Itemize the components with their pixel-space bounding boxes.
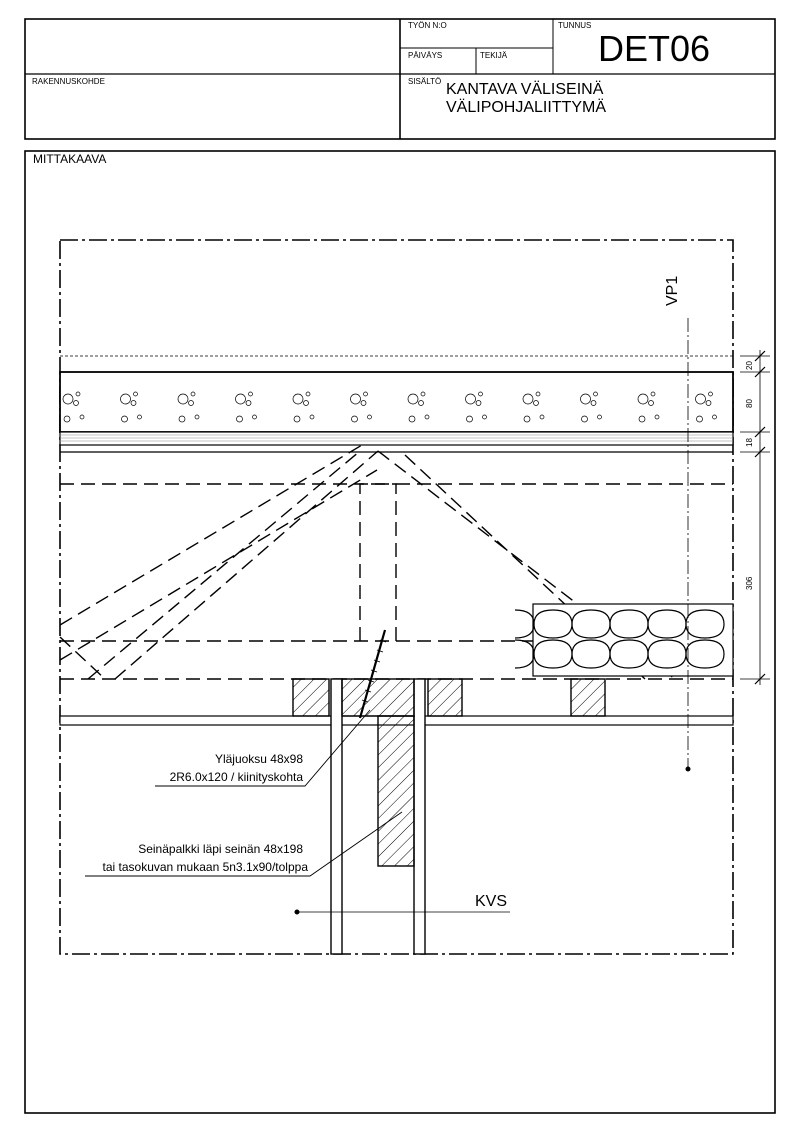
- aggregate-stone: [130, 400, 137, 406]
- title-block: [24, 18, 776, 140]
- dimension-chain: [740, 350, 770, 685]
- aggregate-stone: [522, 393, 534, 405]
- scale-label: MITTAKAAVA: [33, 152, 107, 166]
- rakennuskohde-label: RAKENNUSKOHDE: [32, 77, 105, 86]
- aggregate-stone: [303, 400, 309, 406]
- dimension-306: 306: [745, 576, 754, 590]
- annotation-top-plate-1: Yläjuoksu 48x98: [214, 752, 303, 766]
- paivays-label: PÄIVÄYS: [408, 51, 443, 60]
- aggregate-stone: [137, 414, 142, 420]
- aggregate-stone: [539, 414, 545, 420]
- drawing-frame: [24, 150, 776, 1114]
- aggregate-stone: [248, 391, 253, 397]
- aggregate-stone: [75, 391, 81, 397]
- aggregate-stone: [79, 414, 85, 420]
- aggregate-stone: [62, 393, 74, 405]
- tekija-label: TEKIJÄ: [480, 51, 508, 60]
- concrete-slab: [59, 371, 734, 433]
- dimension-80: 80: [745, 399, 754, 408]
- aggregate-stone: [177, 393, 189, 405]
- dimension-18: 18: [745, 438, 754, 447]
- aggregate-stone: [245, 400, 252, 406]
- section-line-vp1: [685, 318, 691, 772]
- aggregate-stone: [523, 415, 531, 423]
- aggregate-stone: [475, 400, 482, 406]
- aggregate-stone: [695, 393, 706, 405]
- aggregate-stone: [133, 391, 138, 397]
- aggregate-stone: [696, 415, 703, 423]
- aggregate-stone: [590, 400, 597, 406]
- aggregate-stone: [650, 391, 656, 397]
- aggregate-stone: [712, 414, 717, 420]
- aggregate-stone: [648, 400, 654, 406]
- aggregate-stone: [63, 415, 71, 423]
- aggregate-stone: [597, 414, 602, 420]
- aggregate-stone: [309, 414, 315, 420]
- aggregate-stone: [593, 391, 598, 397]
- timber-sections: [292, 678, 606, 867]
- aggregate-stone: [292, 393, 304, 405]
- section-line-kvs: [294, 909, 510, 915]
- sisalto-line-1: KANTAVA VÄLISEINÄ: [446, 81, 604, 98]
- aggregate-stone: [178, 415, 186, 423]
- tyon-no-label: TYÖN N:O: [408, 21, 447, 30]
- aggregate-stone: [190, 391, 196, 397]
- aggregate-stone: [188, 400, 194, 406]
- aggregate-stone: [121, 415, 128, 423]
- aggregate-stone: [638, 415, 646, 423]
- detail-boundary: [59, 239, 734, 955]
- aggregate-stone: [478, 391, 483, 397]
- dimension-20: 20: [745, 361, 754, 370]
- aggregate-stone: [120, 393, 131, 405]
- aggregate-stone: [236, 415, 243, 423]
- aggregate-stone: [420, 391, 426, 397]
- aggregate-stone: [235, 393, 246, 405]
- drawing-id: DET06: [598, 28, 711, 69]
- aggregate-stone: [466, 415, 473, 423]
- annotation-wall-beam-1: Seinäpalkki läpi seinän 48x198: [138, 842, 303, 856]
- aggregate-stone: [367, 414, 372, 420]
- aggregate-stone: [637, 393, 649, 405]
- aggregate-stone: [533, 400, 539, 406]
- subfloor-board: [59, 431, 734, 453]
- insulation: [515, 603, 734, 677]
- aggregate-stone: [363, 391, 368, 397]
- aggregate-stone: [408, 415, 416, 423]
- aggregate-stone: [482, 414, 487, 420]
- annotation-top-plate-2: 2R6.0x120 / kiinityskohta: [169, 770, 303, 784]
- aggregate-stone: [581, 415, 588, 423]
- aggregate-stone: [535, 391, 541, 397]
- sisalto-line-2: VÄLIPOHJALIITTYMÄ: [446, 99, 607, 116]
- aggregate-stone: [293, 415, 301, 423]
- sisalto-label: SISÄLTÖ: [408, 77, 442, 86]
- section-label-vp1: VP1: [664, 275, 681, 306]
- concrete-aggregate: [62, 391, 717, 423]
- aggregate-stone: [654, 414, 660, 420]
- aggregate-stone: [705, 400, 712, 406]
- aggregate-stone: [252, 414, 257, 420]
- aggregate-stone: [194, 414, 200, 420]
- aggregate-stone: [351, 415, 358, 423]
- aggregate-stone: [360, 400, 367, 406]
- leader-lines: [85, 709, 403, 877]
- section-label-kvs: KVS: [475, 893, 508, 910]
- aggregate-stone: [305, 391, 311, 397]
- aggregate-stone: [73, 400, 79, 406]
- screw: [358, 629, 387, 719]
- aggregate-stone: [465, 393, 476, 405]
- aggregate-stone: [350, 393, 361, 405]
- aggregate-stone: [708, 391, 713, 397]
- aggregate-stone: [418, 400, 424, 406]
- aggregate-stone: [580, 393, 591, 405]
- tunnus-label: TUNNUS: [558, 21, 592, 30]
- aggregate-stone: [424, 414, 430, 420]
- aggregate-stone: [407, 393, 419, 405]
- annotation-wall-beam-2: tai tasokuvan mukaan 5n3.1x90/tolppa: [102, 860, 308, 874]
